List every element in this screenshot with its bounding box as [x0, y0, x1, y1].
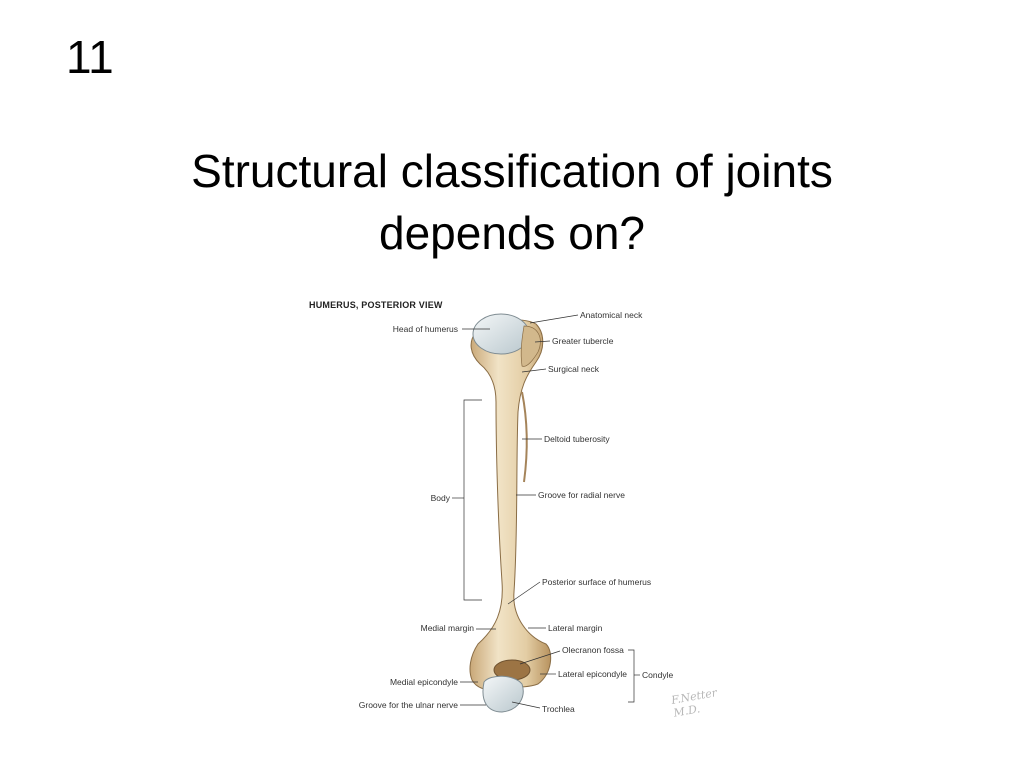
label-lateral-margin: Lateral margin [548, 623, 603, 633]
label-deltoid-tuberosity: Deltoid tuberosity [544, 434, 610, 444]
slide-title: Structural classification of joints depe… [0, 140, 1024, 264]
label-condyle: Condyle [642, 670, 674, 680]
label-lateral-epicondyle: Lateral epicondyle [558, 669, 627, 679]
label-body: Body [430, 493, 450, 503]
label-medial-epicondyle: Medial epicondyle [389, 677, 458, 687]
humerus-figure: HUMERUS, POSTERIOR VIEW Head of humerus … [300, 292, 740, 722]
label-surgical-neck: Surgical neck [548, 364, 600, 374]
label-trochlea: Trochlea [542, 704, 575, 714]
humerus-bone [469, 319, 552, 690]
humerus-illustration [452, 313, 640, 713]
label-medial-margin: Medial margin [420, 623, 474, 633]
label-groove-radial-nerve: Groove for radial nerve [538, 490, 625, 500]
label-head-of-humerus: Head of humerus [392, 324, 458, 334]
slide-title-line-1: Structural classification of joints [191, 145, 833, 197]
label-greater-tubercle: Greater tubercle [552, 336, 614, 346]
greater-tubercle-shape [520, 325, 541, 367]
label-olecranon-fossa: Olecranon fossa [562, 645, 624, 655]
trochlea-shape [482, 675, 524, 713]
slide-title-line-2: depends on? [378, 207, 646, 259]
label-groove-ulnar-nerve: Groove for the ulnar nerve [358, 700, 458, 710]
label-posterior-surface: Posterior surface of humerus [542, 577, 652, 587]
figure-title: HUMERUS, POSTERIOR VIEW [309, 300, 443, 310]
deltoid-ridge [521, 391, 528, 483]
label-anatomical-neck: Anatomical neck [580, 310, 643, 320]
humerus-head [472, 313, 530, 355]
slide-number: 11 [66, 31, 114, 83]
leader-lines [452, 314, 640, 709]
